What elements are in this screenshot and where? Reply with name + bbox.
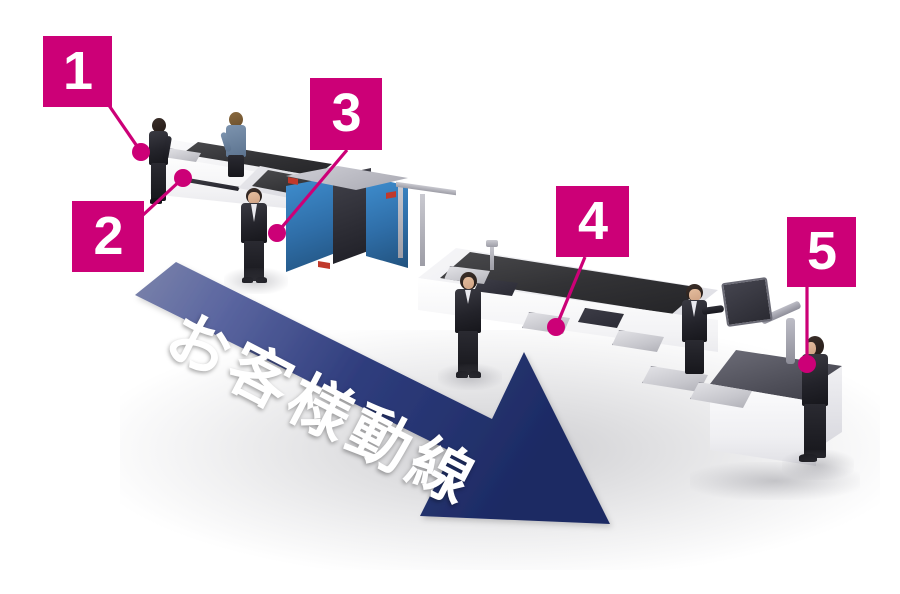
marker-box-2[interactable]: 2 (72, 201, 144, 272)
person-face (248, 192, 260, 204)
person-3-officer-at-scanner (236, 188, 272, 284)
person-legs (151, 163, 166, 201)
person-legs (228, 155, 244, 177)
person-legs (244, 241, 264, 281)
marker-label-5: 5 (806, 221, 837, 281)
marker-box-1[interactable]: 1 (43, 36, 112, 107)
marker-box-3[interactable]: 3 (310, 78, 382, 150)
scanner-frame-post-a (398, 186, 403, 258)
scanner-indicator-bottom (318, 260, 330, 270)
person-face (463, 277, 474, 289)
conveyor-sensor-post (490, 244, 494, 270)
person-face (806, 342, 816, 355)
person-legs (804, 404, 826, 458)
person-4-officer-mid-line (450, 272, 486, 380)
xray-scanner-front-block (286, 176, 338, 272)
person-shoe (150, 198, 162, 204)
person-face (689, 289, 701, 301)
marker-label-1: 1 (62, 40, 93, 101)
marker-dot-4 (547, 318, 565, 336)
person-head (152, 118, 166, 133)
marker-dot-5 (798, 355, 816, 373)
person-5-officer-at-desk (678, 284, 725, 384)
marker-label-4: 4 (577, 190, 608, 251)
person-shirt (251, 204, 257, 222)
marker-label-3: 3 (331, 83, 361, 143)
person-legs (458, 331, 478, 375)
person-shoe (799, 454, 817, 462)
marker-box-4[interactable]: 4 (556, 186, 629, 257)
person-legs (685, 340, 704, 374)
marker-dot-2 (174, 169, 192, 187)
marker-label-2: 2 (93, 205, 123, 266)
marker-dot-1 (132, 143, 150, 161)
scanner-frame-post-b (420, 194, 425, 266)
person-arm-extended (701, 304, 725, 315)
marker-dot-3 (268, 224, 286, 242)
person-shoe-right (469, 371, 481, 378)
person-shoe-left (242, 277, 253, 283)
person-1-passenger-drop (144, 118, 174, 204)
conveyor-sensor-head (486, 240, 498, 247)
inspection-monitor (721, 277, 773, 327)
person-2-staff-behind-counter (220, 112, 252, 177)
person-shoe-right (256, 277, 267, 283)
marker-box-5[interactable]: 5 (787, 217, 856, 287)
person-6-passenger-at-desk (796, 336, 836, 468)
monitor-arm-lower (786, 318, 795, 364)
person-head (229, 112, 243, 127)
person-shirt (691, 301, 697, 317)
person-shoe-left (456, 371, 468, 378)
